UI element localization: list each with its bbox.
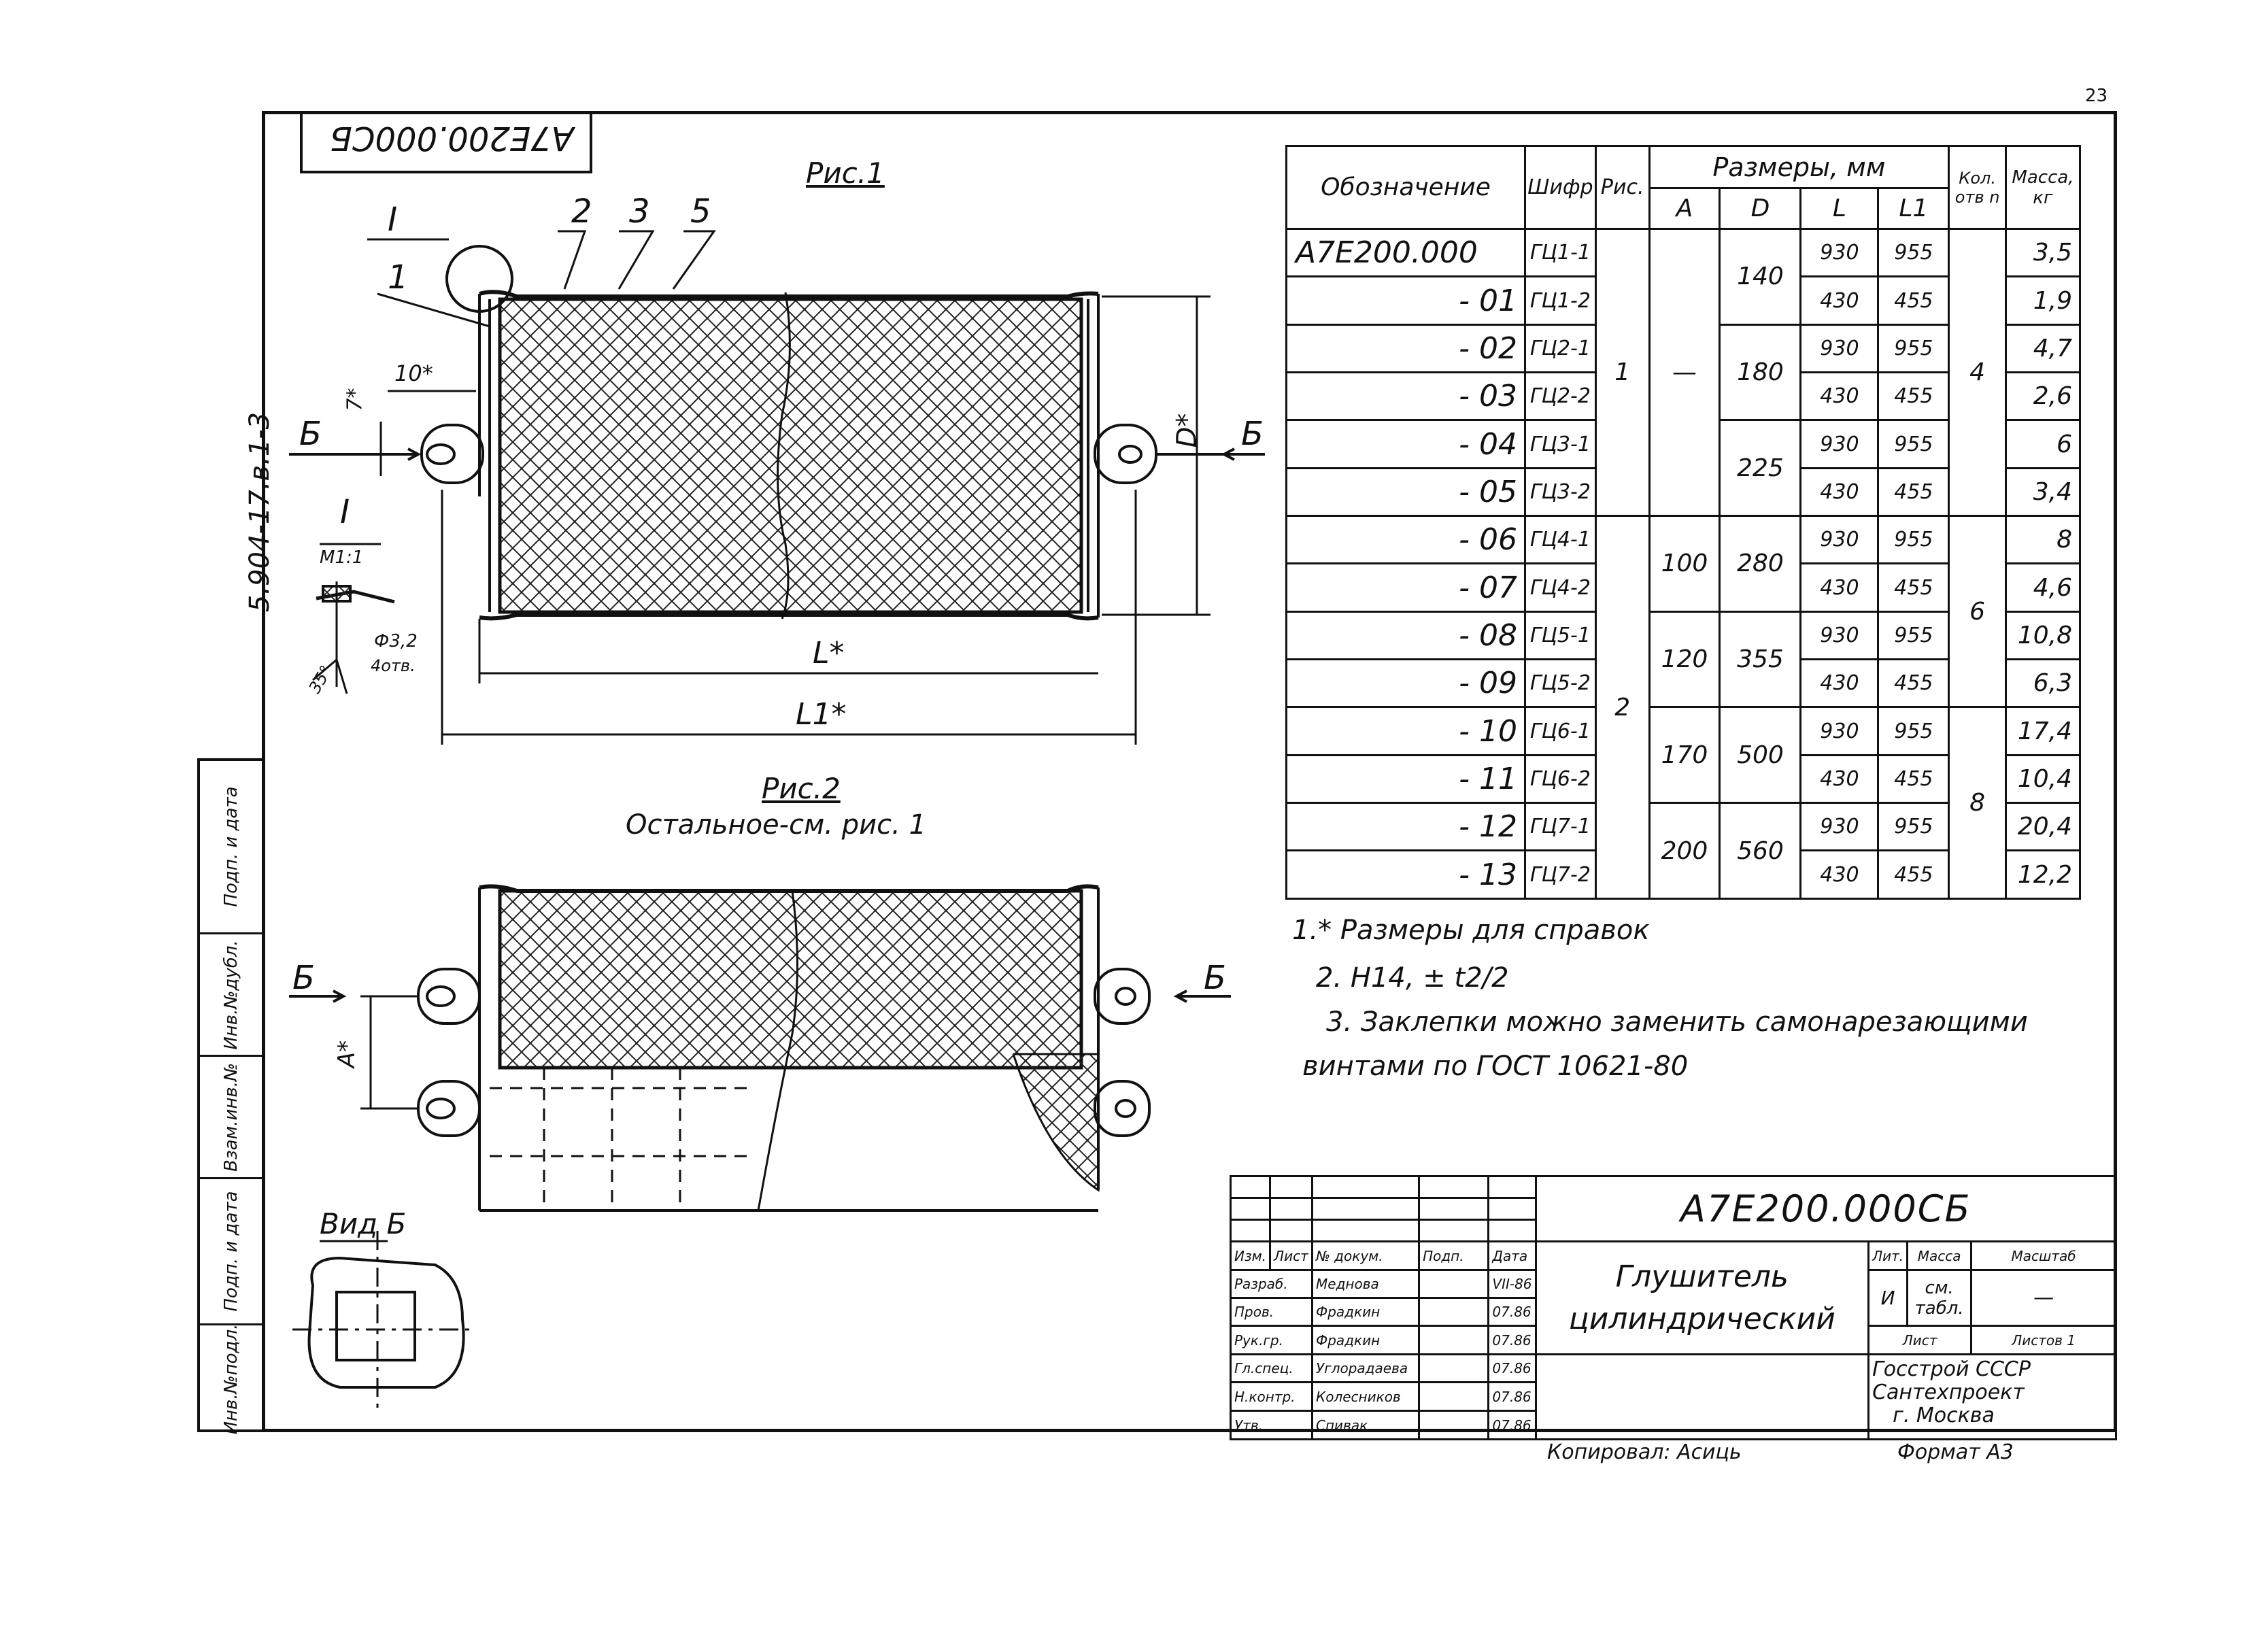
hdr-mass: Масса, кг: [2004, 145, 2082, 230]
callout-3: 3: [629, 192, 650, 231]
detail-title: I: [340, 493, 350, 531]
figure2-dim-A: A*: [333, 1040, 361, 1068]
tb-product-name: Глушитель цилиндрический: [1534, 1240, 1870, 1355]
hdr-L: L: [1799, 187, 1880, 230]
callout-detail-I: I: [388, 201, 398, 239]
side-stamp: Подп. и дата Инв.№дубл. Взам.инв.№ Подп.…: [197, 758, 262, 1434]
sheet-format: Формат А3: [1897, 1440, 2014, 1464]
side-stamp-cell: Подп. и дата: [200, 1179, 262, 1325]
dim-L: L*: [813, 636, 845, 671]
tb-organization: Госстрой СССР Сантехпроект г. Москва: [1867, 1353, 2117, 1441]
hdr-sizes: Размеры, мм: [1648, 145, 1950, 189]
table-row: - 04 ГЦ3-1 225 930 955 6: [1285, 419, 2082, 518]
hdr-holes: Кол. отв n: [1948, 145, 2007, 230]
note-3: 3. Заклепки можно заменить самонарезающи…: [1326, 1006, 2028, 1038]
table-row: - 02 ГЦ2-1 180 930 955 4,7: [1285, 323, 2082, 422]
hdr-L1: L1: [1877, 187, 1950, 230]
view-b-title: Вид Б: [320, 1207, 407, 1240]
hdr-designation: Обозначение: [1285, 145, 1526, 230]
figure2-drawing: [289, 884, 1231, 1212]
note-1: 1.* Размеры для справок: [1292, 915, 1650, 946]
table-row: - 06 ГЦ4-1 2 100 280 930 955 6 8: [1285, 515, 2082, 900]
rotated-code-box: А7Е200.000СБ: [300, 111, 592, 173]
figure2-title: Рис.2: [762, 772, 841, 805]
table-row: А7Е200.000 ГЦ1-1 1 — 140 930 955 4 3,5: [1285, 227, 2082, 518]
detail-hole: Ф3,2: [374, 631, 418, 651]
callout-5: 5: [690, 192, 711, 231]
hdr-fig: Рис.: [1594, 145, 1651, 230]
table-row: - 07 ГЦ4-2 430 455 4,6: [1285, 562, 2082, 613]
figure1-title: Рис.1: [806, 156, 885, 190]
table-row: - 03 ГЦ2-2 430 455 2,6: [1285, 371, 2082, 422]
side-stamp-cell: Взам.инв.№: [200, 1057, 262, 1179]
dim-D: D*: [1171, 413, 1203, 448]
hdr-code: Шифр: [1524, 145, 1597, 230]
section-label-left: Б: [299, 415, 322, 453]
view-b-drawing: [292, 1231, 476, 1408]
dim-7: 7*: [343, 388, 367, 411]
side-stamp-cell: Инв.№дубл.: [200, 934, 262, 1057]
section-label-right: Б: [1241, 415, 1264, 453]
table-row: - 12 ГЦ7-1 200 560 930 955 20,4: [1285, 802, 2082, 900]
detail-hole-note: 4отв.: [371, 656, 416, 675]
note-2: 2. H14, ± t2/2: [1316, 962, 1509, 994]
table-row: - 05 ГЦ3-2 430 455 3,4: [1285, 467, 2082, 518]
callout-2: 2: [571, 192, 592, 231]
table-row: - 09 ГЦ5-2 430 455 6,3: [1285, 658, 2082, 709]
figure2-subtitle: Остальное-см. рис. 1: [626, 809, 926, 841]
table-row: - 11 ГЦ6-2 430 455 10,4: [1285, 753, 2082, 804]
dim-10: 10*: [394, 360, 433, 386]
spec-table: Обозначение Шифр Рис. Размеры, мм Кол. о…: [1285, 145, 2082, 900]
figure2-section-right: Б: [1204, 959, 1226, 997]
figure1-drawing: [289, 230, 1265, 745]
table-row: - 01 ГЦ1-2 430 455 1,9: [1285, 275, 2082, 326]
hdr-A: A: [1648, 187, 1721, 230]
copied-by: Копировал: Асиць: [1547, 1440, 1742, 1464]
tb-doc-code-cell: А7Е200.000СБ: [1534, 1174, 2118, 1243]
dim-L1: L1*: [796, 697, 847, 732]
title-block: А7Е200.000СБ Изм. Лист № докум. Подп. Да…: [1229, 1174, 2118, 1441]
callout-1: 1: [388, 258, 409, 297]
page-number: 23: [2085, 86, 2108, 106]
table-row: - 08 ГЦ5-1 120 355 930 955 10,8: [1285, 610, 2082, 709]
drawing-frame: [262, 111, 2117, 1432]
tb-doc-code: А7Е200.000СБ: [1680, 1187, 1971, 1231]
side-stamp-cell: Подп. и дата: [200, 761, 262, 934]
figure2-section-left: Б: [292, 959, 315, 997]
hdr-D: D: [1719, 187, 1802, 230]
table-row: - 13 ГЦ7-2 430 455 12,2: [1285, 849, 2082, 900]
note-3-cont: винтами по ГОСТ 10621-80: [1302, 1051, 1689, 1082]
detail-scale: М1:1: [320, 547, 364, 568]
table-row: - 10 ГЦ6-1 170 500 930 955 8 17,4: [1285, 706, 2082, 900]
